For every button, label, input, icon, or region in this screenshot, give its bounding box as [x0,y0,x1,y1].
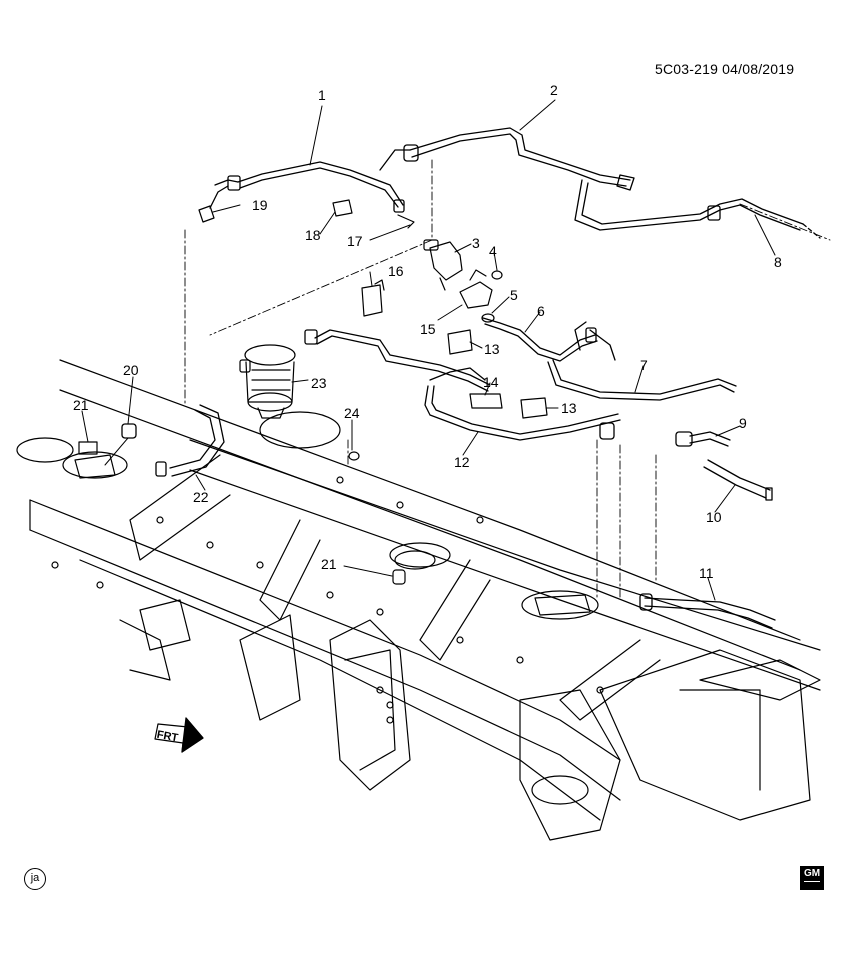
callout-numbers: 1 2 3 4 5 6 7 8 9 10 11 12 13 13 14 15 1… [73,82,782,744]
callout-18: 18 [305,227,321,243]
callout-21b: 21 [321,556,337,572]
callout-2: 2 [550,82,558,98]
callout-9: 9 [739,415,747,431]
callout-6: 6 [537,303,545,319]
front-direction-label: FRT [156,729,179,745]
callout-15: 15 [420,321,436,337]
gm-logo: GM [800,866,824,890]
callout-5: 5 [510,287,518,303]
fuel-lines [104,127,821,629]
reference-lines [184,159,831,601]
callout-19: 19 [252,197,268,213]
callout-13b: 13 [561,400,577,416]
callout-17: 17 [347,233,363,249]
callout-8: 8 [774,254,782,270]
callout-20: 20 [123,362,139,378]
callout-24: 24 [344,405,360,421]
callout-4: 4 [489,243,497,259]
callout-21a: 21 [73,397,89,413]
callout-22: 22 [193,489,209,505]
callout-14: 14 [483,374,499,390]
vehicle-frame [16,359,821,841]
callout-3: 3 [472,235,480,251]
callout-11: 11 [699,565,714,581]
callout-13a: 13 [484,341,500,357]
callout-23: 23 [311,375,327,391]
leader-lines [81,99,776,601]
diagram-reference: 5C03-219 04/08/2019 [655,61,795,77]
component-parts [78,199,548,585]
front-direction-arrow [154,717,204,753]
callout-1: 1 [318,87,326,103]
gm-logo-text: GM [803,868,821,879]
language-badge: ja [24,868,46,890]
callout-16: 16 [388,263,404,279]
callout-12: 12 [454,454,470,470]
callout-10: 10 [706,509,722,525]
callout-7: 7 [640,357,648,373]
